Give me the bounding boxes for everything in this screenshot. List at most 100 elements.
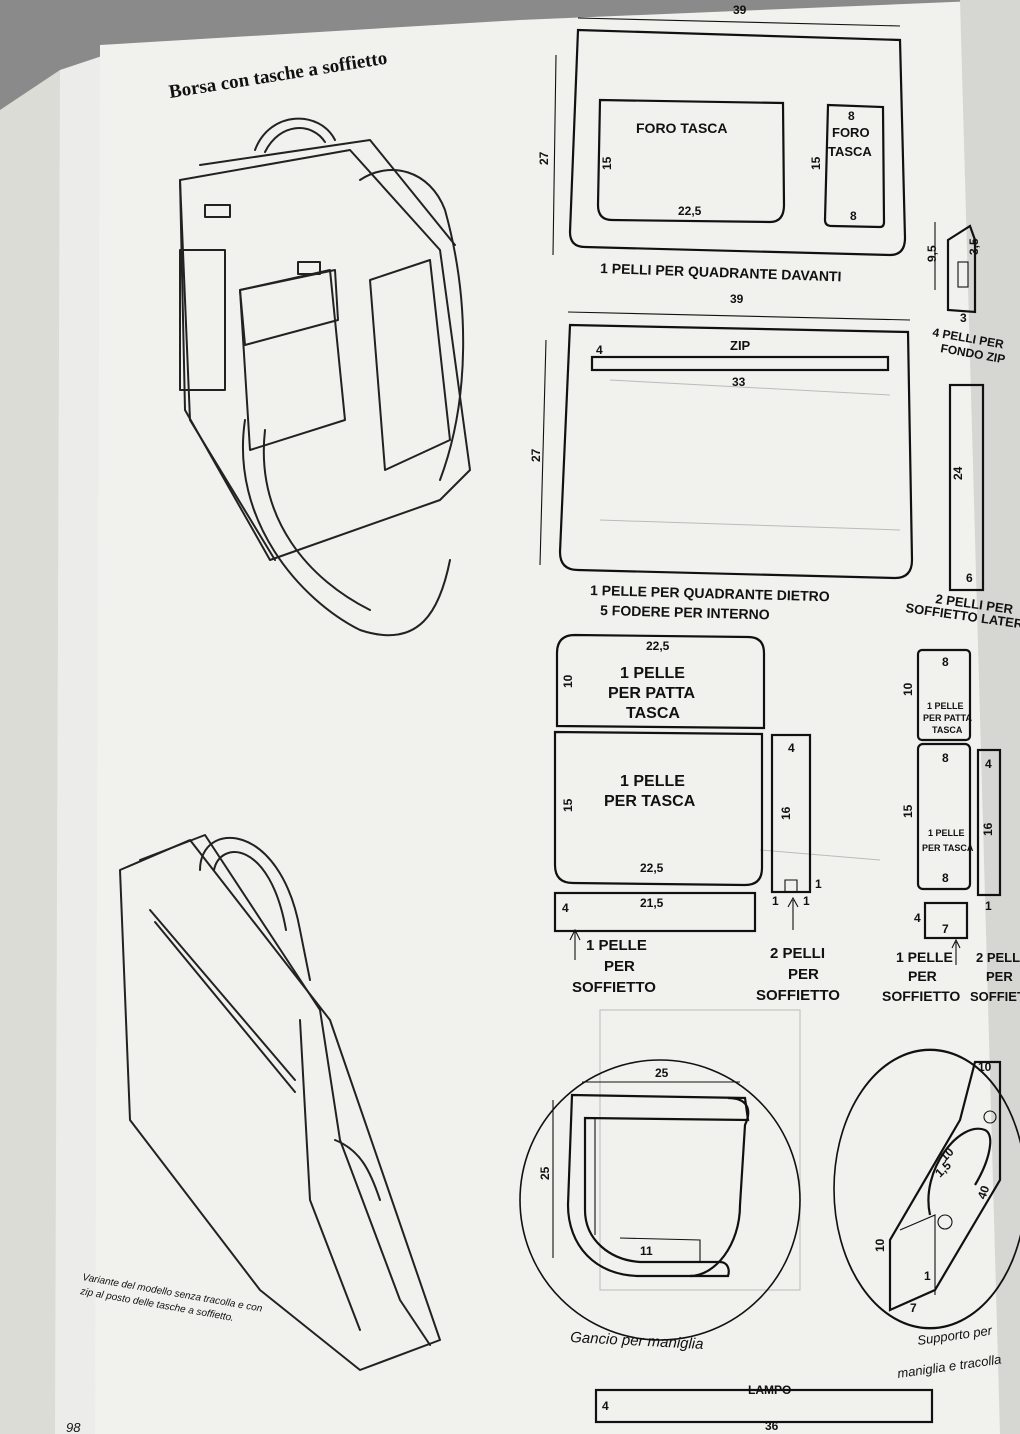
small-bottom-width: 7 bbox=[942, 922, 949, 936]
bag-illustration-shoulder bbox=[179, 117, 471, 637]
pocket-bottom-arrow bbox=[569, 928, 581, 960]
pocket-gusset-f2: 1 bbox=[803, 894, 810, 908]
small-flap-label-3: TASCA bbox=[932, 725, 963, 735]
small-pocket-piece bbox=[916, 742, 972, 891]
front-hole2-label-1: FORO bbox=[832, 125, 870, 140]
pocket-gusset-f1: 1 bbox=[772, 894, 779, 908]
support-d: 40 bbox=[975, 1183, 993, 1201]
front-hole1-width: 22,5 bbox=[678, 204, 702, 218]
small-gusset-width: 4 bbox=[985, 757, 992, 771]
pocket-label-2: PER TASCA bbox=[604, 793, 696, 810]
right-shadow bbox=[960, 0, 1020, 1434]
caption-a-2: PER bbox=[604, 958, 635, 975]
side-gusset-height: 24 bbox=[951, 466, 965, 480]
support-f: 7 bbox=[910, 1301, 917, 1315]
caption-c-3: SOFFIETTO bbox=[882, 988, 960, 1004]
back-height-dim: 27 bbox=[529, 448, 543, 462]
support-circle bbox=[833, 1048, 1020, 1330]
caption-b-3: SOFFIETTO bbox=[756, 987, 840, 1004]
flap-height: 10 bbox=[561, 674, 575, 688]
pocket-bottom-width: 21,5 bbox=[640, 896, 664, 910]
hook-height: 25 bbox=[538, 1166, 552, 1180]
small-pocket-top: 8 bbox=[942, 751, 949, 765]
front-hole2-bottom: 8 bbox=[850, 209, 857, 223]
zip-base-height: 9,5 bbox=[925, 245, 939, 262]
front-hole1-height: 15 bbox=[600, 156, 614, 170]
pocket-height: 15 bbox=[561, 798, 575, 812]
pocket-gusset-piece bbox=[770, 733, 812, 894]
zip-base-piece bbox=[934, 222, 977, 314]
side-gusset-piece bbox=[948, 383, 985, 592]
hook-circle bbox=[519, 1059, 801, 1341]
show-through bbox=[599, 379, 901, 1291]
flap-label-1: 1 PELLE bbox=[620, 665, 685, 682]
small-pocket-bottom: 8 bbox=[942, 871, 949, 885]
hook-width: 25 bbox=[655, 1066, 669, 1080]
page-stack bbox=[55, 55, 105, 1434]
pocket-bottom-piece bbox=[553, 891, 757, 933]
front-width-dim: 39 bbox=[733, 3, 747, 17]
back-caption-1: 1 PELLE PER QUADRANTE DIETRO bbox=[590, 582, 830, 604]
lampo-piece bbox=[594, 1388, 934, 1424]
small-flap-piece bbox=[916, 648, 972, 742]
small-gusset-piece bbox=[976, 748, 1002, 897]
back-panel-piece bbox=[539, 311, 914, 580]
pocket-gusset-width: 4 bbox=[788, 741, 795, 755]
small-gusset-f: 1 bbox=[985, 899, 992, 913]
small-flap-label-2: PER PATTA bbox=[923, 713, 972, 723]
hook-inner: 11 bbox=[640, 1244, 653, 1258]
front-hole2-height: 15 bbox=[809, 156, 823, 170]
back-caption-2: 5 FODERE PER INTERNO bbox=[600, 602, 770, 622]
front-hole2-top: 8 bbox=[848, 109, 855, 123]
support-e: 10 bbox=[873, 1238, 887, 1252]
small-pocket-label-2: PER TASCA bbox=[922, 843, 974, 853]
flap-width: 22,5 bbox=[646, 639, 670, 653]
front-height-dim: 27 bbox=[537, 151, 551, 165]
support-a: 10 bbox=[978, 1060, 992, 1074]
caption-b-2: PER bbox=[788, 966, 819, 983]
back-zip-label: ZIP bbox=[730, 338, 751, 353]
front-panel-piece bbox=[552, 17, 907, 257]
back-zip-width: 33 bbox=[732, 375, 746, 389]
pocket-width: 22,5 bbox=[640, 861, 664, 875]
small-pocket-height: 15 bbox=[901, 804, 915, 818]
small-flap-top: 8 bbox=[942, 655, 949, 669]
support-g: 1 bbox=[924, 1269, 931, 1283]
zip-base-w2: 3 bbox=[960, 311, 967, 325]
small-gusset-height: 16 bbox=[981, 822, 995, 836]
caption-d-2: PER bbox=[986, 969, 1013, 984]
pocket-label-1: 1 PELLE bbox=[620, 773, 685, 790]
flap-label-3: TASCA bbox=[626, 705, 680, 722]
page-number: 98 bbox=[66, 1420, 81, 1434]
small-bottom-height: 4 bbox=[914, 911, 921, 925]
front-hole1-label: FORO TASCA bbox=[636, 120, 728, 136]
back-zip-height: 4 bbox=[596, 343, 603, 357]
small-bottom-arrow bbox=[951, 938, 961, 965]
caption-c-1: 1 PELLE bbox=[896, 949, 953, 965]
lampo-height: 4 bbox=[602, 1399, 609, 1413]
side-gusset-width: 6 bbox=[966, 571, 973, 585]
back-width-dim: 39 bbox=[730, 292, 744, 306]
caption-d-3: SOFFIETTO bbox=[970, 989, 1020, 1004]
hook-caption: Gancio per maniglia bbox=[570, 1329, 704, 1353]
caption-a-3: SOFFIETTO bbox=[572, 979, 656, 996]
caption-a-1: 1 PELLE bbox=[586, 937, 647, 954]
bag-illustration-briefcase bbox=[119, 834, 441, 1371]
lampo-width: 36 bbox=[765, 1419, 779, 1433]
zip-base-w1: 3,5 bbox=[967, 238, 981, 255]
flap-piece bbox=[555, 633, 766, 730]
small-flap-label-1: 1 PELLE bbox=[927, 701, 964, 711]
front-hole2-label-2: TASCA bbox=[828, 144, 872, 159]
small-flap-height: 10 bbox=[901, 682, 915, 696]
pocket-gusset-arrow bbox=[787, 896, 799, 930]
caption-d-1: 2 PELLI bbox=[976, 950, 1020, 965]
small-pocket-label-1: 1 PELLE bbox=[928, 828, 965, 838]
lampo-label: LAMPO bbox=[748, 1383, 791, 1397]
flap-label-2: PER PATTA bbox=[608, 685, 696, 702]
caption-c-2: PER bbox=[908, 968, 937, 984]
pocket-piece bbox=[553, 730, 764, 887]
pocket-gusset-height: 16 bbox=[779, 806, 793, 820]
pocket-bottom-height: 4 bbox=[562, 901, 569, 915]
caption-b-1: 2 PELLI bbox=[770, 945, 825, 962]
